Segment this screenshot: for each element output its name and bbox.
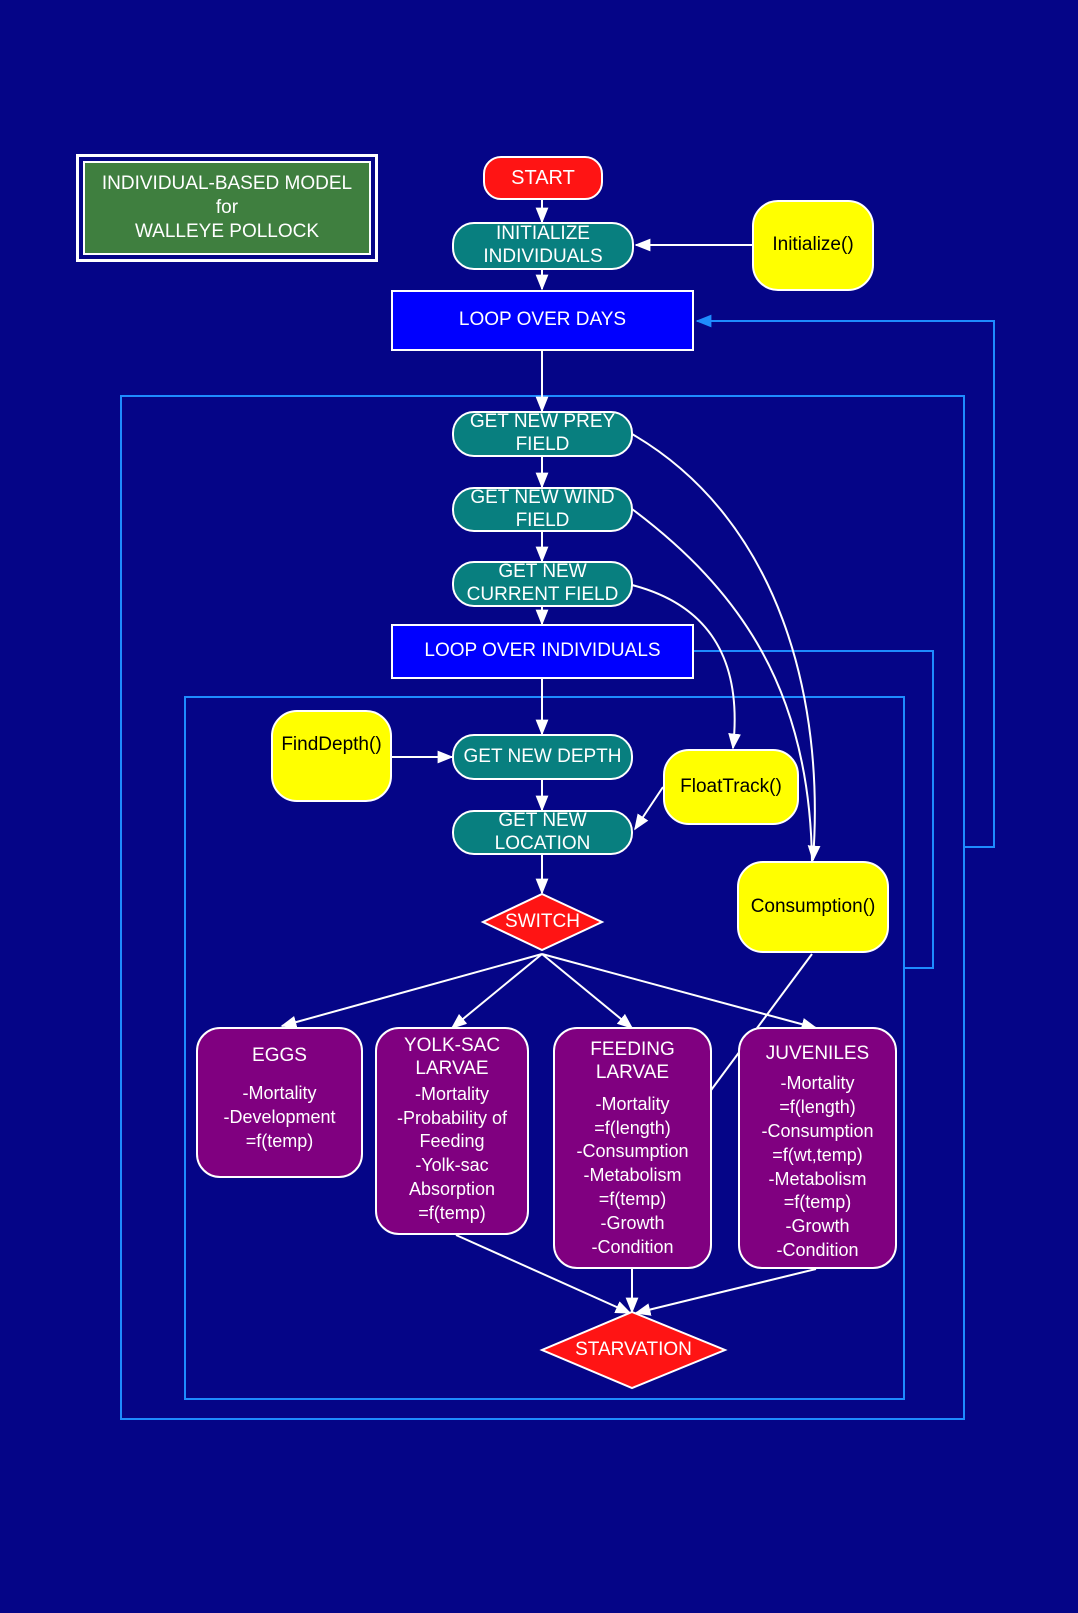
consumption-function-node: Consumption() bbox=[737, 861, 889, 953]
eggs-stage: EGGS -Mortality -Development =f(temp) bbox=[196, 1027, 363, 1178]
wind-field-node: GET NEW WIND FIELD bbox=[452, 487, 633, 532]
eggs-stage-title: EGGS bbox=[252, 1045, 307, 1066]
starvation-diamond bbox=[539, 1310, 728, 1390]
model-title-frame: INDIVIDUAL-BASED MODEL for WALLEYE POLLO… bbox=[76, 154, 378, 262]
arrow-switch-to-yolksac bbox=[450, 953, 543, 1030]
eggs-stage-body: -Mortality -Development =f(temp) bbox=[223, 1082, 336, 1151]
curve-wind-to-consumption bbox=[631, 508, 813, 863]
switch-diamond bbox=[480, 892, 605, 952]
curve-prey-to-consumption bbox=[631, 433, 821, 862]
switch-label: SWITCH bbox=[505, 911, 580, 932]
loop-over-days-node: LOOP OVER DAYS bbox=[391, 290, 694, 351]
feeding-stage-title: FEEDING LARVAE bbox=[590, 1039, 675, 1083]
new-location-node: GET NEW LOCATION bbox=[452, 810, 633, 855]
arrow-yolksac-to-starvation bbox=[455, 1234, 632, 1314]
arrow-switch-to-feeding bbox=[541, 953, 634, 1030]
individual-loop-return-line bbox=[693, 650, 934, 969]
juveniles-stage-body: -Mortality =f(length) -Consumption =f(wt… bbox=[761, 1072, 874, 1261]
juveniles-stage: JUVENILES -Mortality =f(length) -Consump… bbox=[738, 1027, 897, 1269]
model-title: INDIVIDUAL-BASED MODEL for WALLEYE POLLO… bbox=[83, 161, 371, 255]
yolk-sac-stage-title: YOLK-SAC LARVAE bbox=[403, 1035, 501, 1079]
day-loop-return-line bbox=[695, 314, 995, 848]
yolk-sac-stage-body: -Mortality -Probability of Feeding -Yolk… bbox=[396, 1083, 508, 1224]
float-track-function-node: FloatTrack() bbox=[663, 749, 799, 825]
feeding-larvae-stage: FEEDING LARVAE -Mortality =f(length) -Co… bbox=[553, 1027, 712, 1269]
initialize-individuals-node: INITIALIZE INDIVIDUALS bbox=[452, 222, 634, 270]
new-depth-node: GET NEW DEPTH bbox=[452, 734, 633, 780]
arrow-floattrack-to-location bbox=[634, 786, 664, 831]
prey-field-node: GET NEW PREY FIELD bbox=[452, 411, 633, 457]
initialize-function-node: Initialize() bbox=[752, 200, 874, 291]
loop-over-individuals-node: LOOP OVER INDIVIDUALS bbox=[391, 624, 694, 679]
start-node: START bbox=[483, 156, 603, 200]
arrow-juveniles-to-starvation bbox=[634, 1268, 817, 1316]
starvation-label: STARVATION bbox=[575, 1339, 692, 1360]
find-depth-function-node: FindDepth() bbox=[271, 710, 392, 802]
yolk-sac-larvae-stage: YOLK-SAC LARVAE -Mortality -Probability … bbox=[375, 1027, 529, 1235]
current-field-node: GET NEW CURRENT FIELD bbox=[452, 561, 633, 607]
arrow-switch-to-eggs bbox=[280, 953, 543, 1029]
arrow-switch-to-juveniles bbox=[541, 953, 818, 1031]
juveniles-stage-title: JUVENILES bbox=[765, 1043, 870, 1064]
feeding-stage-body: -Mortality =f(length) -Consumption -Meta… bbox=[576, 1093, 689, 1258]
curve-current-to-floattrack bbox=[631, 584, 741, 750]
individual-loop-frame bbox=[184, 696, 905, 1400]
